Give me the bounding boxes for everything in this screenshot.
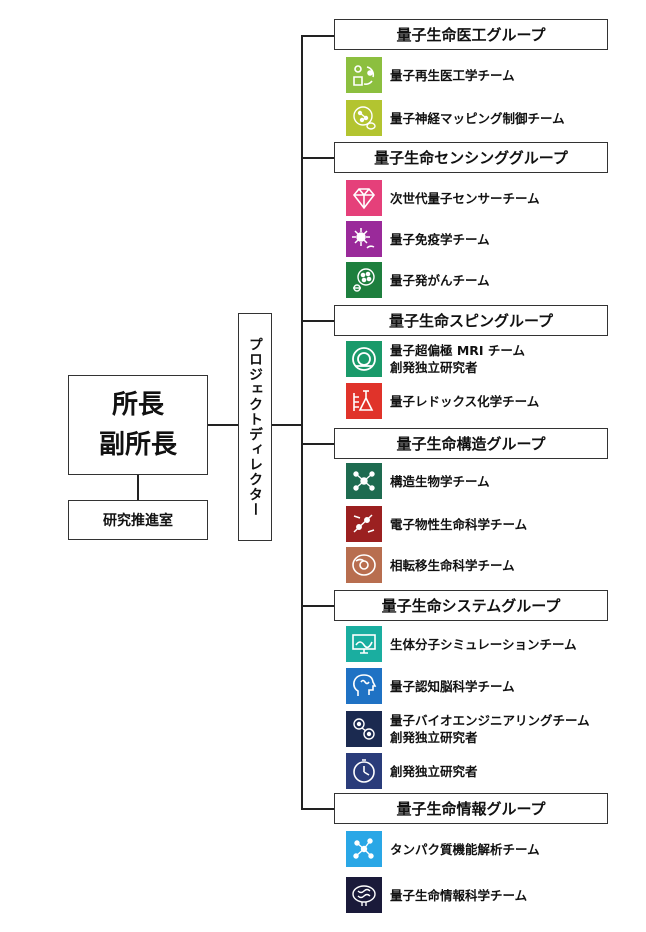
group-label: 量子生命構造グループ xyxy=(396,435,546,453)
team-name: 量子バイオエンジニアリングチーム xyxy=(390,713,590,728)
vice-director-title: 副所長 xyxy=(98,430,177,460)
director-box: 所長 副所長 xyxy=(68,375,208,475)
phase-cell-icon xyxy=(346,547,382,583)
group-box-sensing: 量子生命センシンググループ xyxy=(334,142,608,173)
connector-line xyxy=(208,424,238,426)
team-item: 量子超偏極 MRI チーム 創発独立研究者 xyxy=(346,341,525,377)
molecule-icon xyxy=(346,463,382,499)
group-label: 量子生命医工グループ xyxy=(396,26,546,44)
group-label: 量子生命システムグループ xyxy=(381,597,561,615)
group-box-structure: 量子生命構造グループ xyxy=(334,428,608,459)
group-label: 量子生命センシンググループ xyxy=(374,149,568,167)
immune-cell-icon xyxy=(346,221,382,257)
group-label: 量子生命スピングループ xyxy=(388,312,554,330)
team-note: 創発独立研究者 xyxy=(390,730,478,745)
team-name: 量子神経マッピング制御チーム xyxy=(390,110,565,126)
team-name: 量子発がんチーム xyxy=(390,272,490,288)
project-director-label: プロジェクトディレクター xyxy=(247,337,263,517)
team-item: 生体分子シミュレーションチーム xyxy=(346,626,577,662)
connector-line xyxy=(272,424,302,426)
flask-icon xyxy=(346,383,382,419)
office-label: 研究推進室 xyxy=(103,513,173,529)
team-item: 量子免疫学チーム xyxy=(346,221,490,257)
group-box-medical-engineering: 量子生命医工グループ xyxy=(334,19,608,50)
team-name: 量子免疫学チーム xyxy=(390,231,490,247)
connector-line xyxy=(137,475,139,500)
team-name: 量子認知脳科学チーム xyxy=(390,678,515,694)
team-item: 量子レドックス化学チーム xyxy=(346,383,539,419)
bio-engineering-icon xyxy=(346,711,382,747)
project-director-box: プロジェクトディレクター xyxy=(238,313,272,541)
brain-head-icon xyxy=(346,668,382,704)
group-box-spin: 量子生命スピングループ xyxy=(334,305,608,336)
team-name: 電子物性生命科学チーム xyxy=(390,516,528,532)
team-name: 量子レドックス化学チーム xyxy=(390,393,540,409)
clock-icon xyxy=(346,753,382,789)
connector-line xyxy=(301,320,334,322)
team-name: 構造生物学チーム xyxy=(390,473,490,489)
diamond-icon xyxy=(346,180,382,216)
team-name: タンパク質機能解析チーム xyxy=(390,841,540,857)
info-brain-icon xyxy=(346,877,382,913)
team-item: タンパク質機能解析チーム xyxy=(346,831,540,867)
cell-cluster-icon xyxy=(346,262,382,298)
team-item: 相転移生命科学チーム xyxy=(346,547,515,583)
team-name: 相転移生命科学チーム xyxy=(390,557,515,573)
protein-network-icon xyxy=(346,831,382,867)
director-title: 所長 xyxy=(111,390,164,420)
team-item: 量子生命情報科学チーム xyxy=(346,877,527,913)
team-name: 量子超偏極 MRI チーム xyxy=(390,343,526,358)
connector-line xyxy=(301,157,334,159)
connector-line xyxy=(301,808,334,810)
team-name: 生体分子シミュレーションチーム xyxy=(390,636,577,652)
team-note: 創発独立研究者 xyxy=(390,360,478,375)
team-item: 量子発がんチーム xyxy=(346,262,490,298)
team-item: 電子物性生命科学チーム xyxy=(346,506,527,542)
team-item: 次世代量子センサーチーム xyxy=(346,180,540,216)
team-name: 量子生命情報科学チーム xyxy=(390,887,528,903)
group-box-information: 量子生命情報グループ xyxy=(334,793,608,824)
team-item: 創発独立研究者 xyxy=(346,753,478,789)
monitor-simulation-icon xyxy=(346,626,382,662)
team-name: 量子再生医工学チーム xyxy=(390,67,515,83)
electron-icon xyxy=(346,506,382,542)
connector-line xyxy=(301,443,334,445)
trunk-line xyxy=(301,35,303,809)
team-item: 量子神経マッピング制御チーム xyxy=(346,100,565,136)
group-label: 量子生命情報グループ xyxy=(396,800,546,818)
team-name: 次世代量子センサーチーム xyxy=(390,190,540,206)
team-name: 創発独立研究者 xyxy=(390,763,478,779)
neuron-map-icon xyxy=(346,100,382,136)
mri-scanner-icon xyxy=(346,341,382,377)
regeneration-icon xyxy=(346,57,382,93)
connector-line xyxy=(301,605,334,607)
research-promotion-office-box: 研究推進室 xyxy=(68,500,208,540)
team-item: 量子バイオエンジニアリングチーム 創発独立研究者 xyxy=(346,711,590,747)
team-item: 量子再生医工学チーム xyxy=(346,57,515,93)
team-item: 構造生物学チーム xyxy=(346,463,490,499)
connector-line xyxy=(301,35,334,37)
group-box-system: 量子生命システムグループ xyxy=(334,590,608,621)
team-item: 量子認知脳科学チーム xyxy=(346,668,515,704)
